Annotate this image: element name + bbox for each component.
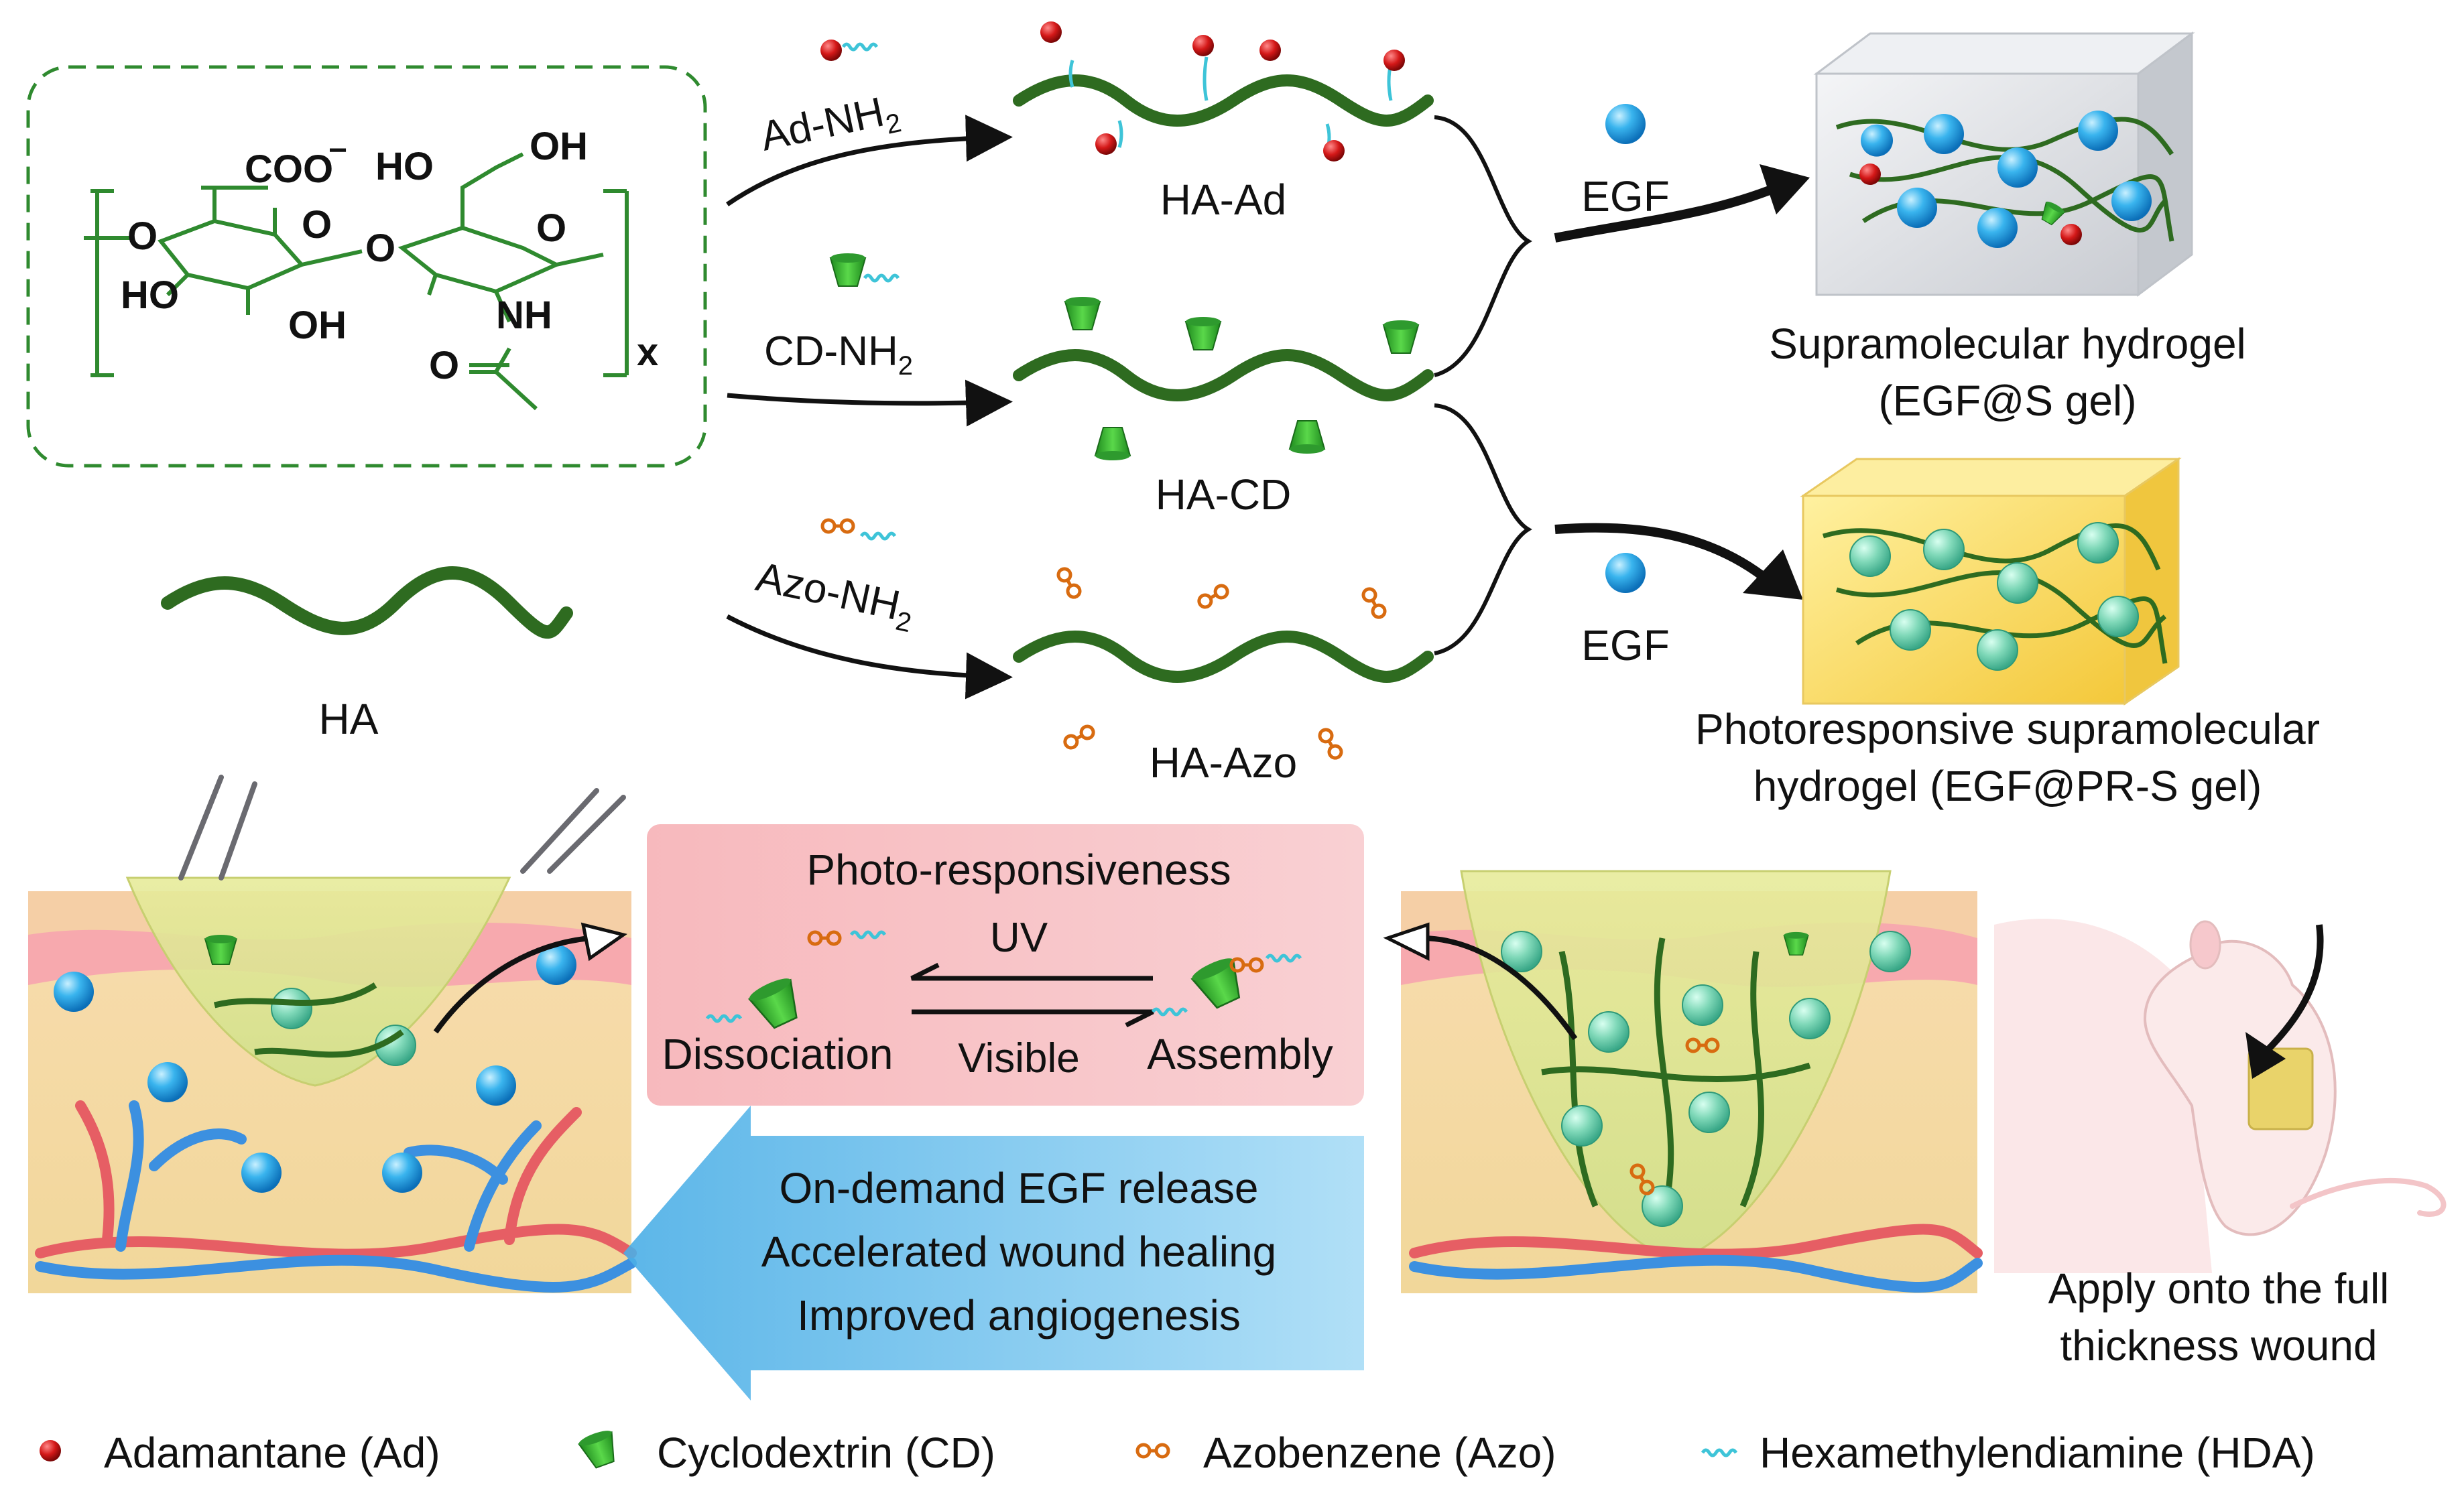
egf-sphere-icon: [1605, 104, 1646, 144]
structure-charge: −: [328, 133, 347, 168]
hda-linker-icon: [865, 275, 898, 281]
outcome-line1: On-demand EGF release: [780, 1164, 1259, 1212]
mouse-icon: Apply onto the full thickness wound: [1994, 919, 2447, 1370]
outcome-line3: Improved angiogenesis: [797, 1291, 1241, 1340]
assembly-label: Assembly: [1147, 1030, 1333, 1078]
structure-oh-bottom: OH: [288, 304, 347, 347]
s-gel-box: Supramolecular hydrogel (EGF@S gel): [1769, 31, 2246, 425]
legend-azobenzene-icon: [1137, 1445, 1168, 1457]
structure-o-ring2: O: [536, 206, 566, 250]
ha-ad-label: HA-Ad: [1160, 176, 1287, 224]
ha-ad-polymer: HA-Ad: [1019, 21, 1428, 224]
reaction-azo: Azo-NH2: [726, 520, 1013, 700]
structure-ho-top: HO: [375, 145, 434, 188]
mouse-label-line2: thickness wound: [2060, 1321, 2377, 1370]
hda-linker-icon: [843, 44, 877, 50]
photo-title: Photo-responsiveness: [806, 846, 1231, 894]
structure-oh-top: OH: [530, 125, 588, 168]
ha-cd-label: HA-CD: [1156, 470, 1292, 519]
egf-arrow-top: EGF: [1554, 104, 1810, 243]
legend-cyclodextrin-icon: [576, 1427, 622, 1472]
pr-gel-label-line2: hydrogel (EGF@PR-S gel): [1753, 762, 2262, 810]
azobenzene-icon: [822, 520, 853, 532]
reagent-azo-nh2: Azo-NH2: [751, 553, 918, 638]
pr-s-gel-box: Photoresponsive supramolecular hydrogel …: [1695, 457, 2320, 810]
legend: Adamantane (Ad) Cyclodextrin (CD) Azoben…: [40, 1427, 2315, 1477]
photo-responsiveness-panel: Photo-responsiveness UV Visible Dissocia…: [647, 824, 1364, 1106]
reaction-ad: Ad-NH2: [726, 40, 1013, 206]
s-gel-label-line2: (EGF@S gel): [1878, 377, 2136, 425]
s-gel-label-line1: Supramolecular hydrogel: [1769, 320, 2246, 368]
uv-label: UV: [990, 915, 1048, 961]
structure-repeat-x: x: [637, 330, 658, 374]
adamantane-icon: [820, 40, 842, 61]
ha-chain: HA: [161, 566, 573, 743]
legend-hda: Hexamethylendiamine (HDA): [1760, 1429, 2315, 1477]
hydrogel-wound-fill: [125, 876, 511, 1087]
structure-o-glycosidic: O: [365, 226, 395, 270]
legend-cyclodextrin: Cyclodextrin (CD): [657, 1429, 995, 1477]
reaction-cd: CD-NH2: [727, 253, 1013, 427]
hda-linker-icon: [861, 533, 895, 539]
egf-sphere-icon: [1605, 553, 1646, 593]
ha-azo-label: HA-Azo: [1150, 738, 1298, 787]
legend-hda-icon: [1703, 1450, 1736, 1455]
egf-arrow-bottom: EGF: [1554, 523, 1803, 669]
pr-gel-label-line1: Photoresponsive supramolecular: [1695, 705, 2320, 753]
ha-label: HA: [319, 695, 379, 743]
egf-label-top: EGF: [1581, 172, 1670, 220]
cyclodextrin-icon: [830, 253, 866, 287]
structure-ho-left: HO: [121, 273, 179, 317]
skin-block-right: [1383, 870, 1983, 1293]
combination-brackets: [1434, 115, 1532, 655]
outcome-line2: Accelerated wound healing: [761, 1228, 1277, 1276]
structure-o-ring1: O: [302, 203, 332, 247]
egf-label-bottom: EGF: [1581, 621, 1670, 669]
mouse-label-line1: Apply onto the full: [2048, 1264, 2390, 1313]
ha-structure-panel: O COO − O HO OH O O HO OH NH O x: [26, 65, 707, 468]
outcome-arrow: On-demand EGF release Accelerated wound …: [623, 1106, 1364, 1400]
legend-adamantane: Adamantane (Ad): [104, 1429, 440, 1477]
ha-cd-polymer: HA-CD: [1019, 296, 1428, 519]
structure-o-carbonyl: O: [429, 344, 459, 387]
structure-bonds: [84, 152, 629, 411]
structure-nh: NH: [496, 293, 552, 337]
structure-dashed-box: [26, 65, 707, 468]
structure-cooh: COO: [245, 147, 333, 191]
visible-label: Visible: [958, 1035, 1080, 1082]
skin-block-left: [28, 775, 637, 1293]
ha-azo-polymer: HA-Azo: [1019, 567, 1428, 787]
structure-o-link: O: [127, 214, 158, 258]
legend-adamantane-icon: [40, 1440, 61, 1461]
reagent-cd-nh2: CD-NH2: [764, 328, 913, 381]
reagent-ad-nh2: Ad-NH2: [757, 86, 904, 166]
dissociation-label: Dissociation: [662, 1030, 893, 1078]
legend-azobenzene: Azobenzene (Azo): [1203, 1429, 1556, 1477]
